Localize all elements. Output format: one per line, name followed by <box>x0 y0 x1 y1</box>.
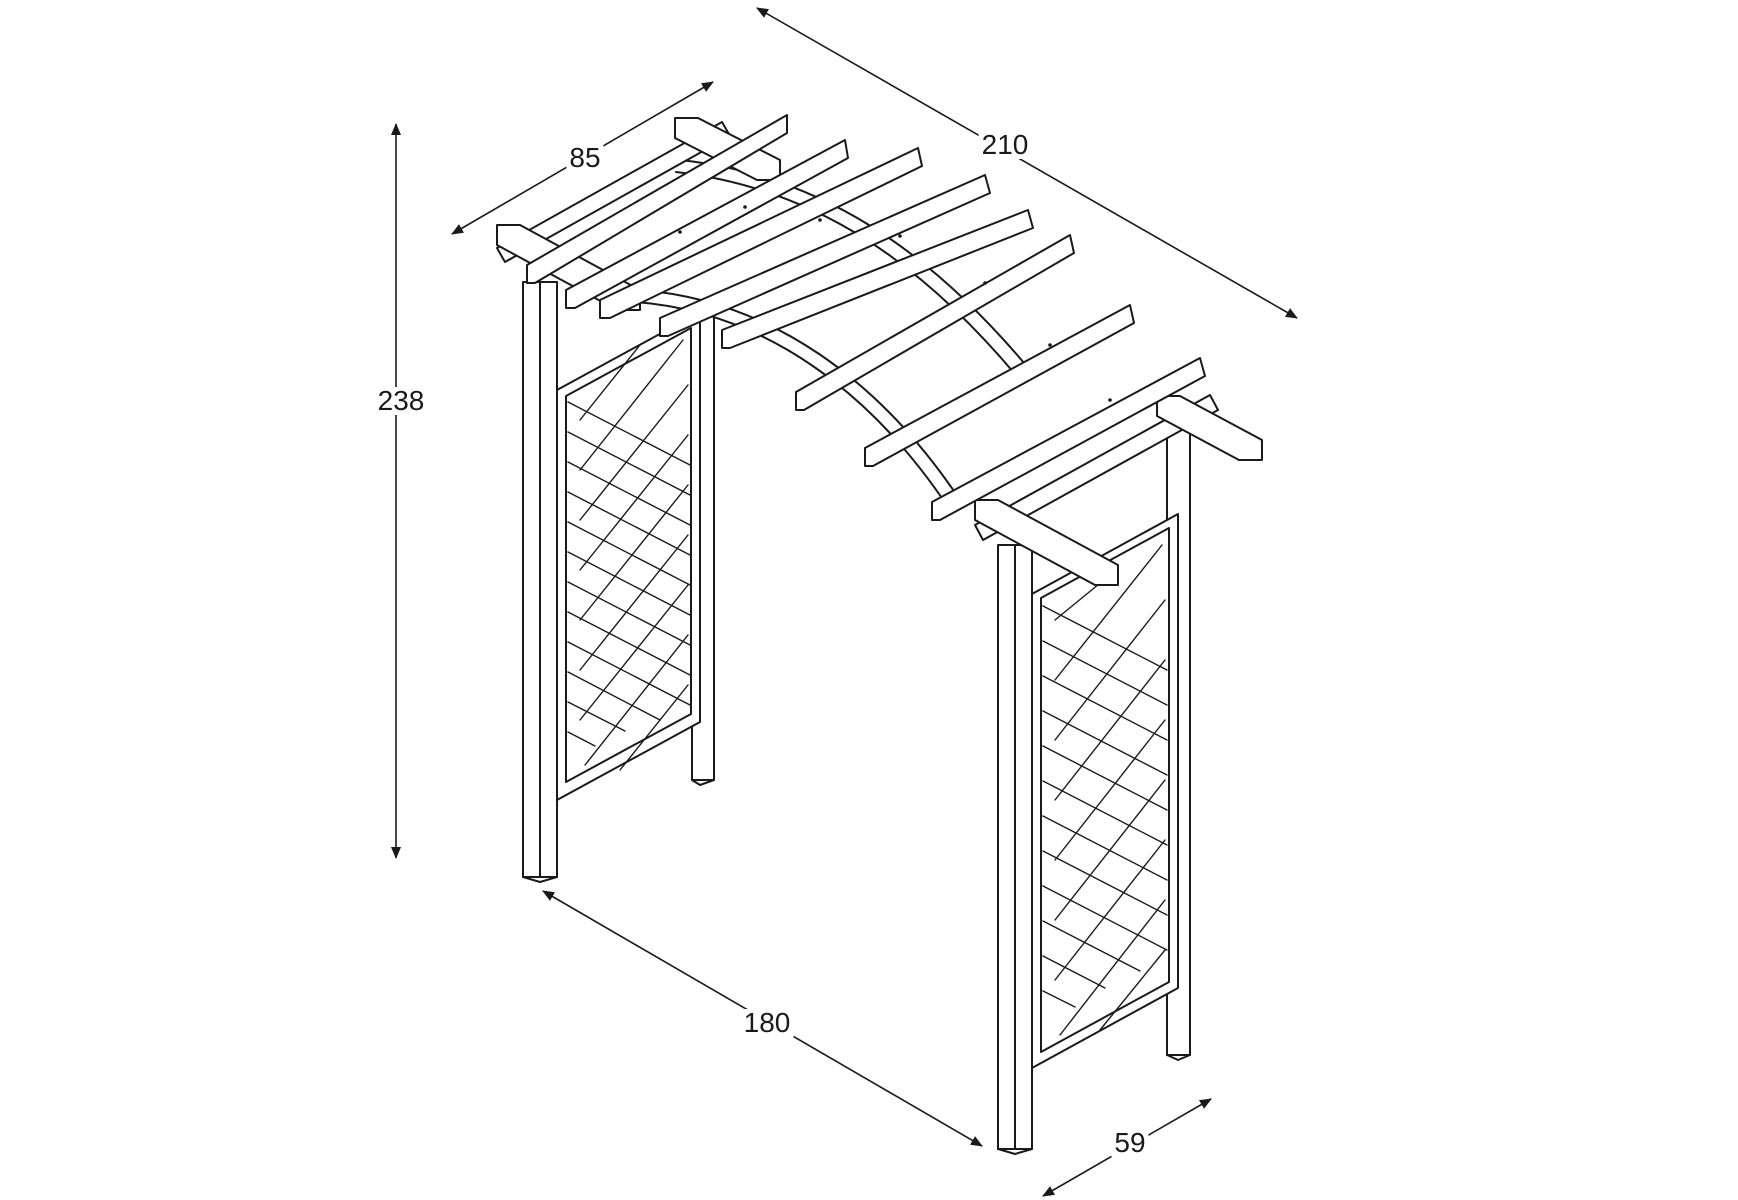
dim-line-top-length <box>756 7 1298 319</box>
dim-label-top-length: 210 <box>978 131 1032 159</box>
dim-label-base-width: 180 <box>740 1009 794 1037</box>
right-trellis-slats <box>1042 544 1168 1036</box>
arch-rail-front <box>639 289 961 501</box>
right-side-frame <box>997 424 1191 1155</box>
dim-label-height: 238 <box>374 387 428 415</box>
left-trellis-frame <box>556 311 701 801</box>
roof <box>496 114 1263 586</box>
right-side-beam <box>974 499 1119 586</box>
right-wall-plate <box>974 394 1219 541</box>
back-right-side-beam <box>1156 395 1263 461</box>
dim-label-top-depth: 85 <box>566 144 604 172</box>
rafters <box>526 114 1206 521</box>
left-trellis-slats <box>567 339 691 771</box>
left-side-frame <box>522 281 715 883</box>
dim-label-base-depth: 59 <box>1111 1129 1149 1157</box>
